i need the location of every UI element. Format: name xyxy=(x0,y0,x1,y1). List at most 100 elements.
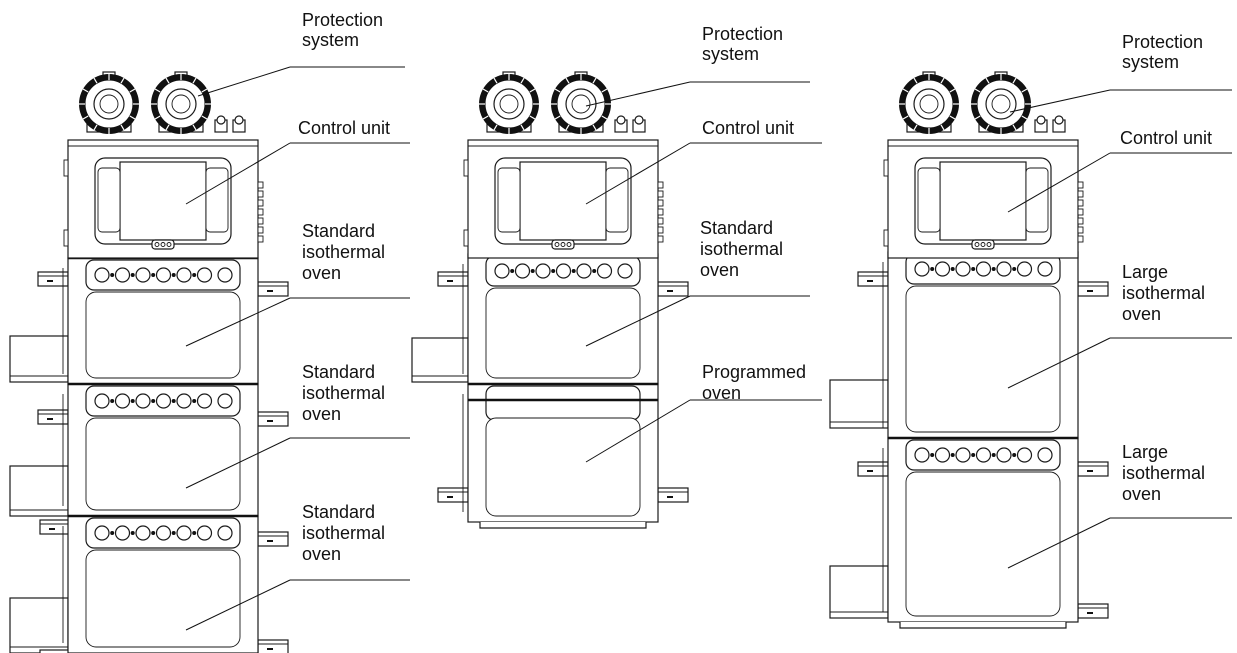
mounting-rail xyxy=(39,519,71,535)
label-large-isothermal-oven-line-3: oven xyxy=(1122,484,1161,504)
oven-port xyxy=(955,261,971,277)
protection-system-enclosure xyxy=(551,71,611,134)
oven-port xyxy=(155,267,172,283)
oven-port xyxy=(135,525,151,541)
cable-glands xyxy=(1034,115,1066,133)
oven-door xyxy=(85,291,241,379)
oven-port xyxy=(176,525,192,541)
label-protection-system-line-1: Protection xyxy=(302,10,383,30)
configuration-2 xyxy=(411,71,689,529)
side-connector xyxy=(257,190,264,198)
mounting-rail xyxy=(257,411,289,427)
label-large-isothermal-oven-line-2: isothermal xyxy=(1122,463,1205,483)
leader-line xyxy=(185,297,291,347)
callout-control-unit: Control unit xyxy=(1007,128,1232,213)
callout-control-unit: Control unit xyxy=(585,118,822,205)
programmed-oven-panel xyxy=(485,385,641,421)
label-standard-isothermal-oven-line-3: oven xyxy=(700,260,739,280)
oven-port xyxy=(155,393,172,409)
leader-line xyxy=(585,399,691,463)
oven-door xyxy=(905,285,1061,433)
oven-port xyxy=(996,261,1012,277)
side-mounting-box xyxy=(829,565,889,619)
side-connector xyxy=(1077,199,1084,207)
oven-port xyxy=(934,447,951,463)
oven-port xyxy=(1016,261,1033,277)
mounting-rail xyxy=(39,649,71,653)
label-large-isothermal-oven-line-2: isothermal xyxy=(1122,283,1205,303)
side-connector xyxy=(657,181,664,189)
oven-port xyxy=(217,525,233,541)
label-standard-isothermal-oven-line-2: isothermal xyxy=(302,383,385,403)
mounting-rail xyxy=(1077,461,1109,477)
protection-system-enclosure xyxy=(151,71,211,134)
mounting-rail xyxy=(857,271,889,287)
cable-glands xyxy=(214,115,246,133)
side-mounting-box xyxy=(829,379,889,429)
side-mounting-box xyxy=(9,335,69,383)
side-connector xyxy=(257,199,264,207)
control-unit-screen xyxy=(119,161,207,241)
label-standard-isothermal-oven-line-1: Standard xyxy=(700,218,773,238)
side-connector xyxy=(257,208,264,216)
mounting-rail xyxy=(1077,281,1109,297)
side-connector xyxy=(1077,190,1084,198)
label-protection-system-line-1: Protection xyxy=(702,24,783,44)
label-standard-isothermal-oven-line-1: Standard xyxy=(302,221,375,241)
oven-port xyxy=(94,393,110,409)
leader-line xyxy=(185,579,291,631)
oven-port xyxy=(1016,447,1033,463)
mounting-rail xyxy=(657,487,689,503)
control-unit-screen xyxy=(939,161,1027,241)
oven-port xyxy=(1037,261,1053,277)
oven-port xyxy=(996,447,1012,463)
oven-port xyxy=(155,525,172,541)
oven-port xyxy=(494,263,510,279)
side-mounting-box xyxy=(411,337,469,383)
oven-door xyxy=(485,417,641,517)
oven-port xyxy=(114,525,131,541)
leader-line xyxy=(1007,337,1111,389)
oven-port xyxy=(217,267,233,283)
oven-port xyxy=(914,261,930,277)
label-large-isothermal-oven-line-1: Large xyxy=(1122,442,1168,462)
mounting-rail xyxy=(257,281,289,297)
leader-line xyxy=(1007,152,1111,213)
side-connector xyxy=(257,181,264,189)
side-connector xyxy=(1077,226,1084,234)
side-connector xyxy=(657,208,664,216)
label-protection-system-line-1: Protection xyxy=(1122,32,1203,52)
base-plinth xyxy=(479,522,647,529)
label-standard-isothermal-oven-line-2: isothermal xyxy=(700,239,783,259)
side-connector xyxy=(257,217,264,225)
oven-port xyxy=(114,393,131,409)
side-connector xyxy=(657,217,664,225)
protection-system-enclosure xyxy=(79,71,139,134)
side-connector xyxy=(657,199,664,207)
oven-port xyxy=(196,525,213,541)
mounting-rail xyxy=(257,531,289,547)
mounting-rail xyxy=(1077,603,1109,619)
oven-port xyxy=(94,525,110,541)
side-mounting-box xyxy=(9,465,69,517)
side-connector xyxy=(657,235,664,243)
label-standard-isothermal-oven-line-2: isothermal xyxy=(302,242,385,262)
oven-port xyxy=(196,267,213,283)
callout-control-unit: Control unit xyxy=(185,118,410,205)
oven-door xyxy=(85,549,241,648)
oven-port xyxy=(576,263,592,279)
oven-port xyxy=(535,263,551,279)
mounting-rail xyxy=(657,281,689,297)
leader-line xyxy=(1009,89,1111,113)
protection-system-enclosure xyxy=(899,71,959,134)
oven-port xyxy=(955,447,971,463)
label-standard-isothermal-oven-line-3: oven xyxy=(302,404,341,424)
protection-system-enclosure xyxy=(479,71,539,134)
oven-door xyxy=(85,417,241,511)
side-connector xyxy=(1077,217,1084,225)
